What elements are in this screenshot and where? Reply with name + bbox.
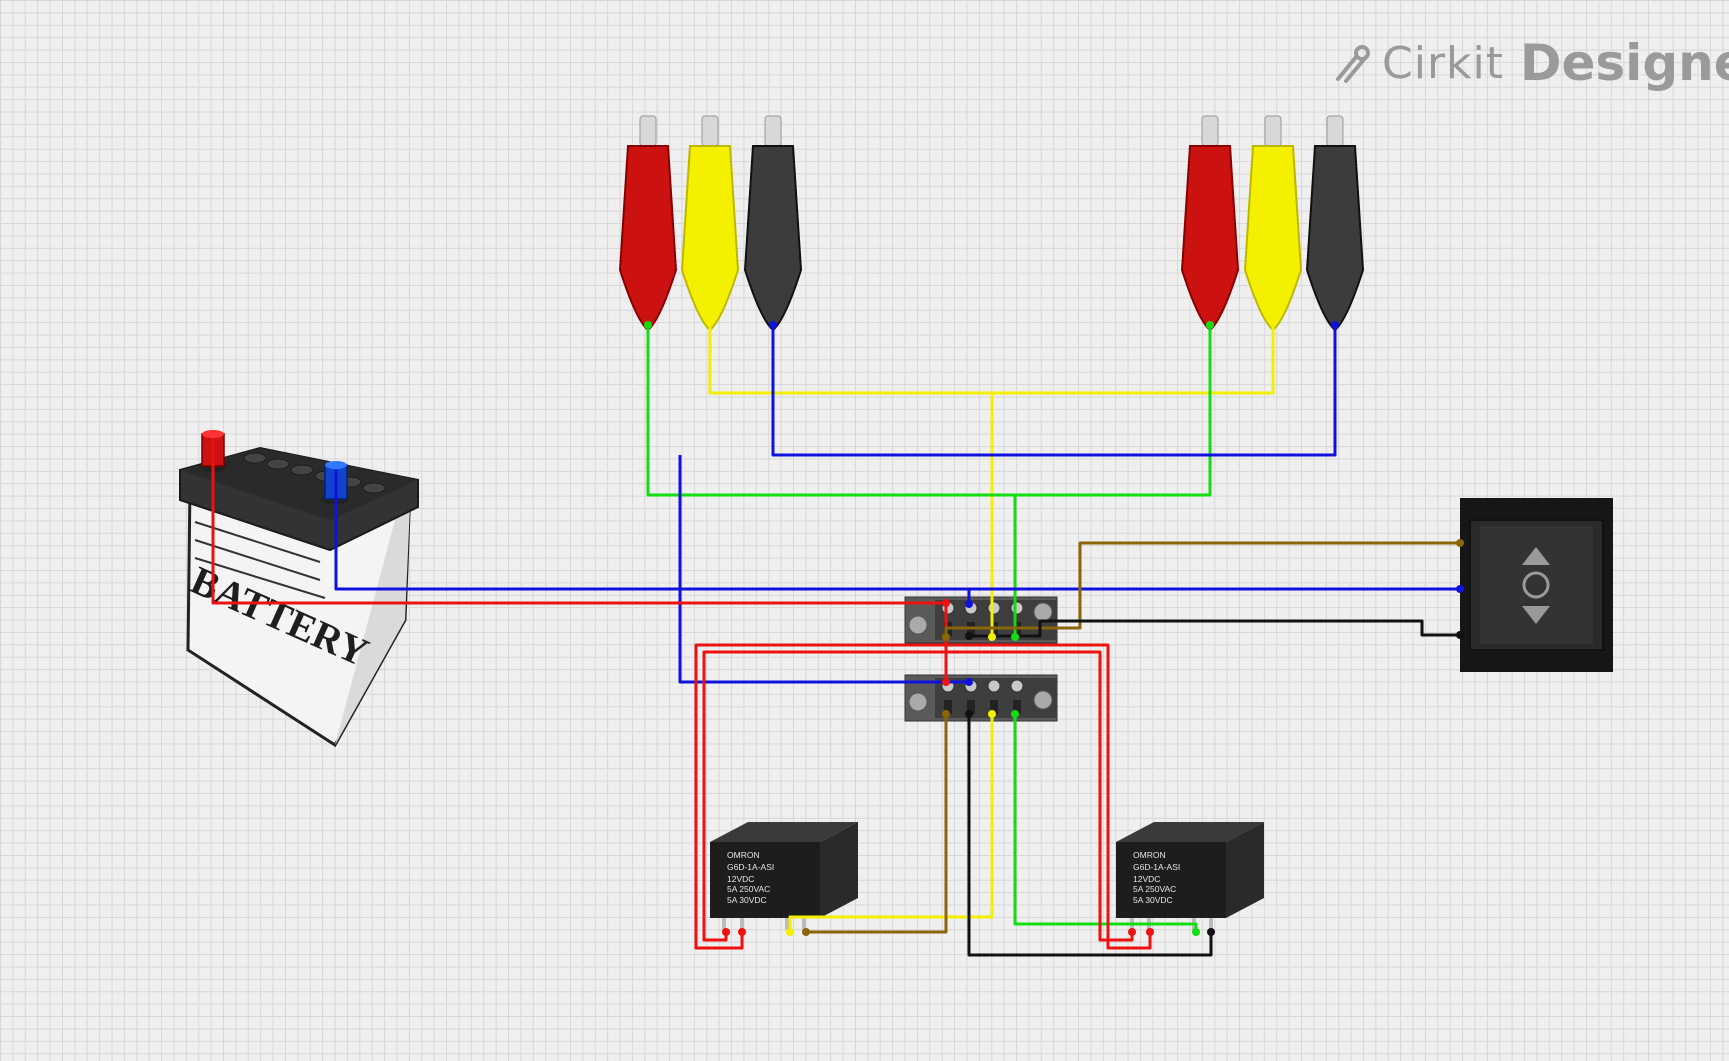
relay-right-line-1: OMRON [1133,850,1166,860]
wire-brown-relay[interactable] [806,714,948,934]
alligator-clip-yellow-left[interactable] [680,115,740,332]
cirkit-designer-logo: Cirkit Designer [1334,34,1729,92]
wire-blue-battery[interactable] [334,470,1460,591]
relay-left-line-4: 5A 250VAC [727,884,770,894]
wire-blue-clips[interactable] [771,325,1337,457]
relay-left-line-3: 12VDC [727,874,754,884]
relay-left-line-5: 5A 30VDC [727,895,767,905]
alligator-clip-yellow-right[interactable] [1243,115,1303,332]
logo-text-designer: Designer [1520,34,1729,92]
relay-left-line-2: G6D-1A-ASI [727,862,774,872]
alligator-clip-black-right[interactable] [1305,115,1365,332]
wire-blue-drop[interactable] [678,455,969,684]
logo-text-cirkit: Cirkit [1382,37,1504,89]
wire-red-battery[interactable] [211,438,946,605]
wire-yellow-relay[interactable] [788,714,994,932]
wire-brown-switch[interactable] [944,541,1460,637]
wire-red-loop-2[interactable] [702,650,946,942]
wire-red-loop-3[interactable] [946,643,1152,950]
cirkit-logo-icon [1336,45,1370,83]
wire-green-clips[interactable] [646,325,1212,497]
alligator-clip-red-right[interactable] [1180,115,1240,332]
wire-black-relay[interactable] [967,714,1213,957]
down-arrow-icon [1522,606,1550,624]
relay-right-line-3: 12VDC [1133,874,1160,884]
connection-points [644,321,1464,936]
wire-yellow-clips[interactable] [708,325,1275,395]
relay-right-line-5: 5A 30VDC [1133,895,1173,905]
wire-red-loop-4[interactable] [946,650,1134,942]
off-circle-icon [1522,571,1550,599]
relay-left[interactable]: OMRON G6D-1A-ASI 12VDC 5A 250VAC 5A 30VD… [710,822,858,930]
relay-right[interactable]: OMRON G6D-1A-ASI 12VDC 5A 250VAC 5A 30VD… [1116,822,1264,930]
rocker-switch[interactable] [1460,498,1613,672]
up-arrow-icon [1522,547,1550,565]
relay-left-line-1: OMRON [727,850,760,860]
battery[interactable]: BATTERY [179,430,419,748]
relay-right-line-2: G6D-1A-ASI [1133,862,1180,872]
relay-right-line-4: 5A 250VAC [1133,884,1176,894]
wire-black-switch[interactable] [969,619,1460,638]
alligator-clip-red-left[interactable] [618,115,678,332]
alligator-clip-black-left[interactable] [743,115,803,332]
